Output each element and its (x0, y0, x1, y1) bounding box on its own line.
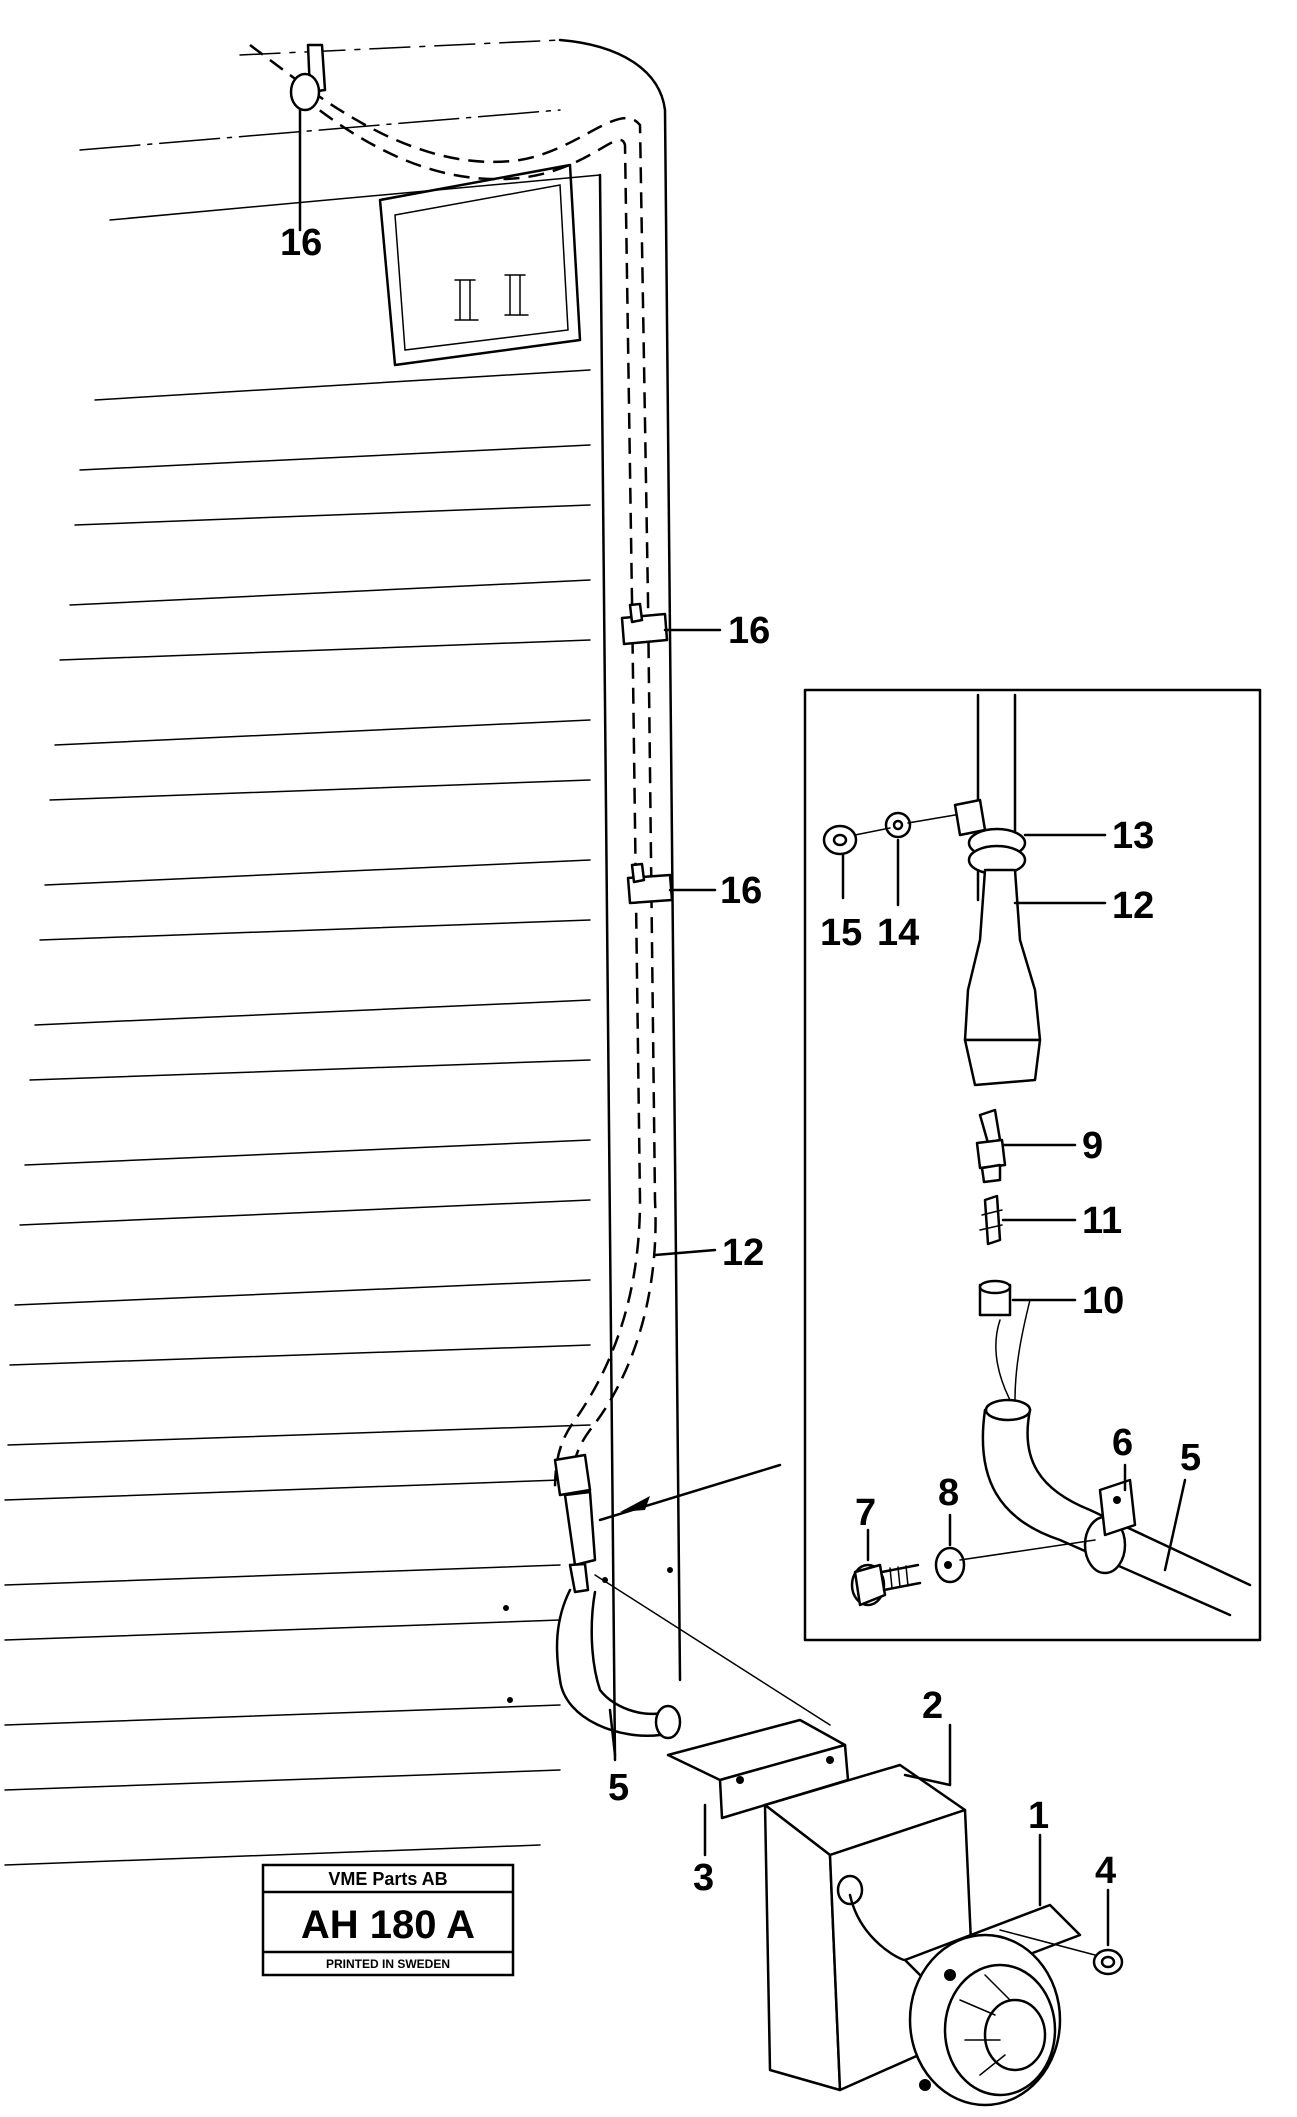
callout-16-mid-2: 16 (720, 870, 762, 912)
callout-15: 15 (820, 912, 862, 954)
parts-stamp: VME Parts AB AH 180 A PRINTED IN SWEDEN (261, 1863, 515, 1977)
inset-leader (598, 1463, 782, 1522)
callout-4: 4 (1095, 1850, 1116, 1892)
stamp-code: AH 180 A (301, 1903, 475, 1947)
clip-16-mid-2 (626, 862, 674, 905)
callout-16-top: 16 (280, 222, 322, 264)
callout-14: 14 (877, 912, 919, 954)
callout-13: 13 (1112, 815, 1154, 857)
connector-assembly (553, 1453, 597, 1594)
panel-ribs (4, 369, 591, 1866)
callout-5-inset: 5 (1180, 1437, 1201, 1479)
callout-12-inset: 12 (1112, 885, 1154, 927)
clip-16-mid-1 (620, 602, 669, 646)
callout-11: 11 (1082, 1200, 1122, 1242)
cab-panel (4, 38, 682, 1866)
washer-4 (999, 1888, 1124, 1976)
bracket-3 (666, 1718, 850, 1857)
callout-labels: 16 16 16 12 13 12 15 14 9 11 10 6 5 7 8 … (280, 222, 1201, 1899)
stamp-printed: PRINTED IN SWEDEN (326, 1957, 450, 1971)
callout-10: 10 (1082, 1280, 1124, 1322)
callout-3: 3 (693, 1857, 714, 1899)
callout-9: 9 (1082, 1125, 1103, 1167)
callout-2: 2 (922, 1685, 943, 1727)
hose-5 (555, 1588, 682, 1740)
callout-16-mid-1: 16 (728, 610, 770, 652)
window-label-mark (454, 274, 529, 321)
callout-5-main: 5 (608, 1767, 629, 1809)
callout-8: 8 (938, 1472, 959, 1514)
cable-12 (249, 44, 657, 1501)
detail-inset (803, 688, 1262, 1642)
callout-7: 7 (855, 1492, 876, 1534)
buzzer-1 (848, 1833, 1082, 2107)
callout-leaders (608, 628, 1187, 1757)
callout-6: 6 (1112, 1422, 1133, 1464)
callout-12-main: 12 (722, 1232, 764, 1274)
stamp-company: VME Parts AB (328, 1869, 447, 1889)
callout-1: 1 (1028, 1795, 1049, 1837)
clip-16-top (289, 43, 327, 232)
